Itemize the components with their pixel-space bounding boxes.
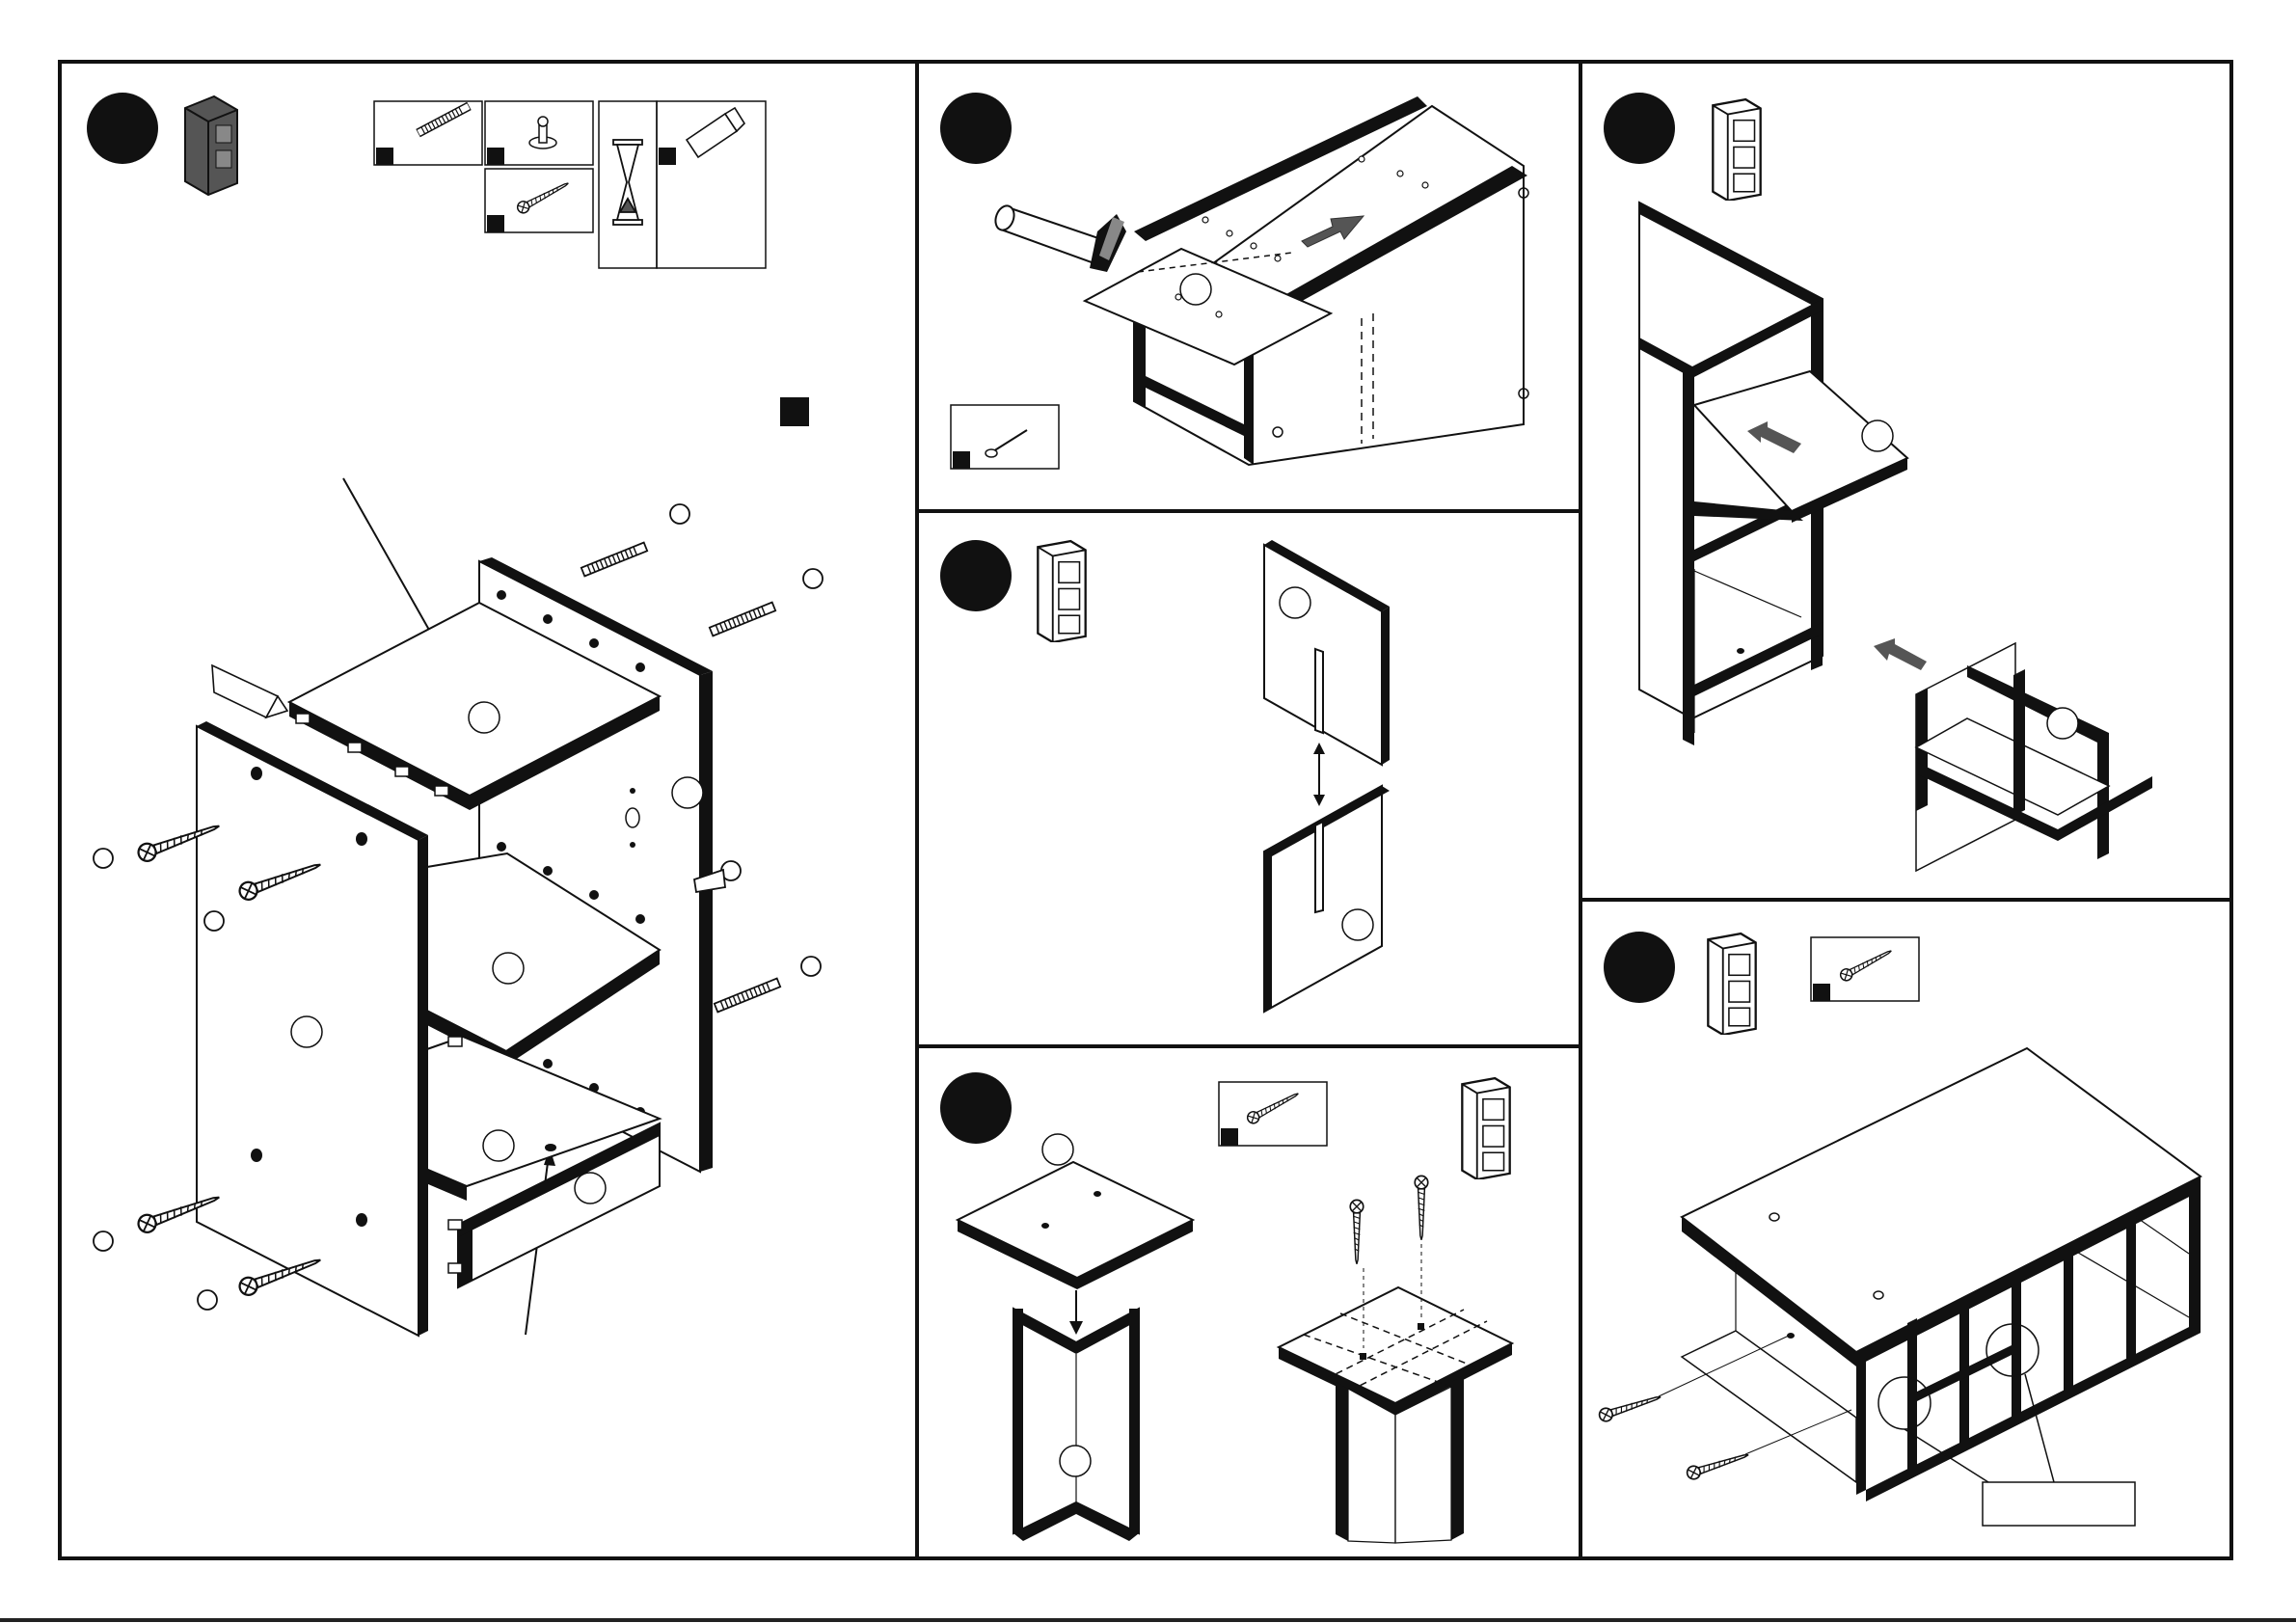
glue-tube-icon (212, 665, 287, 717)
panel-4 (940, 1072, 1512, 1543)
top-panel (958, 1134, 1193, 1289)
screw-icon (1219, 1082, 1327, 1146)
down-arrow (1069, 1290, 1083, 1335)
hammer-icon (992, 203, 1126, 272)
push-arrow-icon (1874, 638, 1927, 670)
panel-1 (87, 93, 823, 1336)
cam-lock-icon (529, 117, 556, 149)
nail-icon (951, 405, 1059, 469)
cross-assembly (1013, 1309, 1139, 1541)
screw-icon (516, 178, 572, 215)
dowel-icon (417, 102, 472, 136)
panel-5 (1604, 93, 2152, 871)
cabinet-icon (1708, 933, 1755, 1035)
panel-6 (1598, 932, 2201, 1526)
slot-joint-upper-panel (1264, 540, 1390, 765)
cabinet-side-panel-left (197, 721, 428, 1336)
panel-2 (940, 93, 1528, 469)
cabinet-icon (185, 96, 237, 195)
step-badge (1604, 93, 1675, 164)
bottom-rule (0, 1618, 2296, 1622)
glue-tube-icon (687, 108, 744, 157)
hourglass-icon (613, 140, 642, 225)
cabinet-icon (1462, 1078, 1509, 1179)
step-badge (940, 93, 1012, 164)
step-badge (940, 540, 1012, 611)
cabinet-lying-on-back (1682, 1048, 2201, 1501)
marker-square (780, 397, 809, 426)
screw-icon (1811, 937, 1919, 1001)
slot-joint-lower-panel (1264, 786, 1390, 1012)
step-badge (940, 1072, 1012, 1144)
step-badge (87, 93, 158, 164)
assembled-cross-stand (1279, 1287, 1512, 1543)
step-badge (1604, 932, 1675, 1003)
callout-box (1983, 1482, 2135, 1526)
cabinet-icon (1038, 541, 1085, 642)
cabinet-icon (1713, 99, 1760, 201)
slot-joint-icon (1313, 743, 1325, 806)
drawer-frame (1916, 643, 2152, 871)
panel-3 (940, 540, 1390, 1012)
